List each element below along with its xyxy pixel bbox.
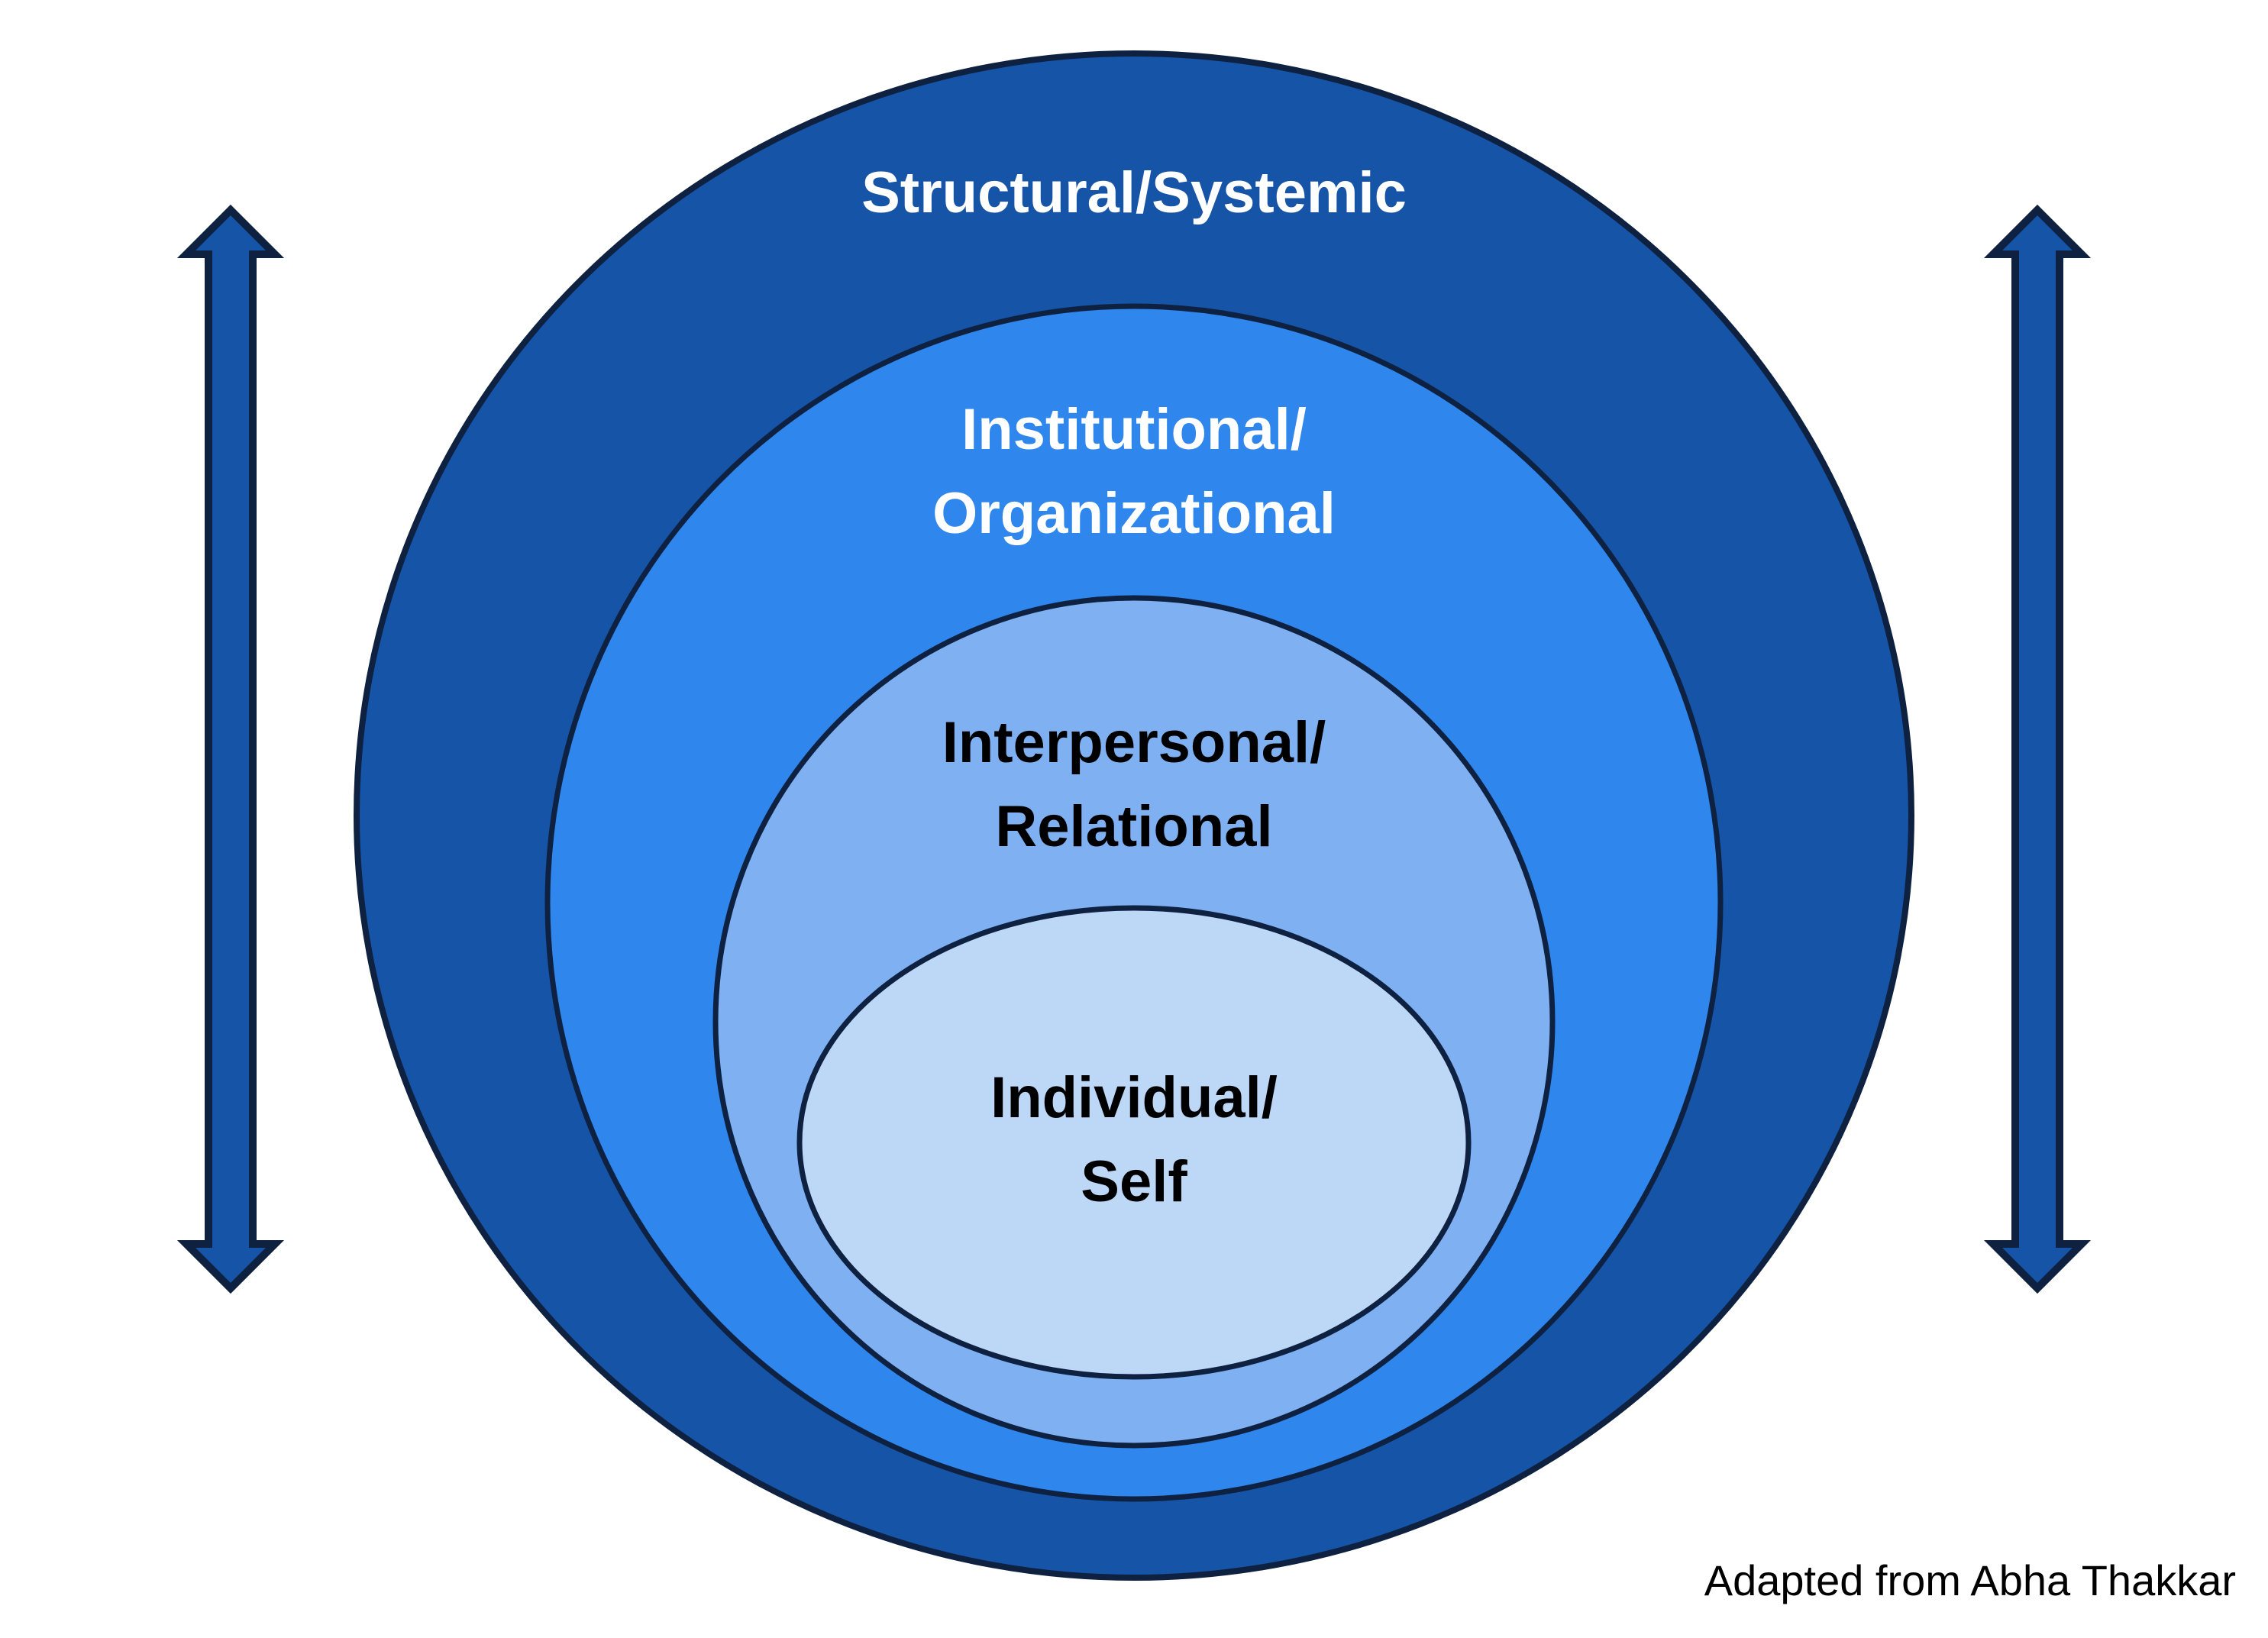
ring-institutional-label-line: Institutional/ bbox=[961, 397, 1307, 462]
ring-structural-label-line: Structural/Systemic bbox=[861, 160, 1407, 225]
ring-individual-ellipse bbox=[796, 905, 1472, 1380]
ring-interpersonal-label-line: Relational bbox=[995, 794, 1273, 859]
attribution-text: Adapted from Abha Thakkar bbox=[1704, 1556, 2236, 1604]
ring-individual-label: Individual/ Self bbox=[790, 1056, 1478, 1224]
ring-interpersonal-label-line: Interpersonal/ bbox=[942, 710, 1326, 775]
ring-interpersonal-label: Interpersonal/ Relational bbox=[790, 701, 1478, 869]
ring-individual-label-line: Individual/ bbox=[990, 1065, 1278, 1130]
ring-individual-label-line: Self bbox=[1081, 1149, 1187, 1214]
right-double-arrow-icon bbox=[1983, 204, 2092, 1294]
left-double-arrow-icon bbox=[176, 204, 285, 1294]
ring-institutional-label-line: Organizational bbox=[932, 481, 1336, 546]
ring-structural-label: Structural/Systemic bbox=[599, 151, 1669, 235]
ring-institutional-label: Institutional/ Organizational bbox=[752, 388, 1516, 556]
